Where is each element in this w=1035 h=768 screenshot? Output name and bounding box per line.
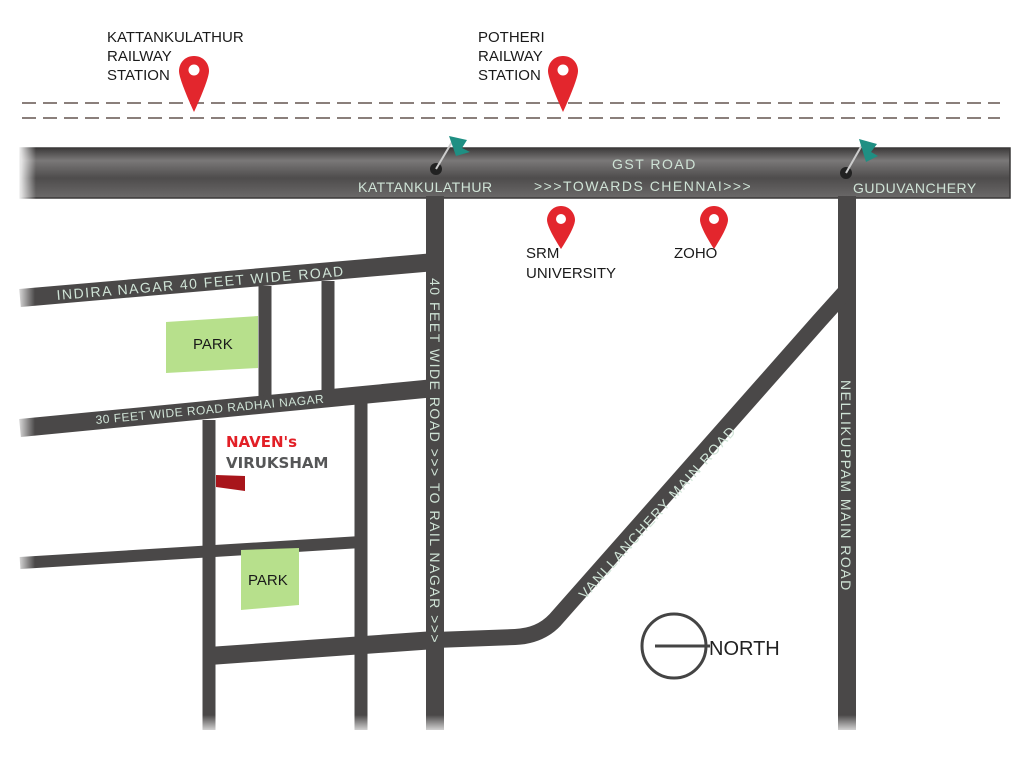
svg-text:SRM: SRM [526,245,559,262]
svg-text:PARK: PARK [193,336,233,353]
svg-text:RAILWAY: RAILWAY [478,48,543,65]
vanllanchery-road-label: VANLLANCHERY MAIN ROAD [575,422,739,602]
potheri-station[interactable]: POTHERI RAILWAY STATION [478,29,578,112]
kattankulathur-station[interactable]: KATTANKULATHUR RAILWAY STATION [107,29,244,112]
svg-text:ZOHO: ZOHO [674,245,717,262]
svg-text:POTHERI: POTHERI [478,29,545,46]
svg-text:UNIVERSITY: UNIVERSITY [526,265,616,282]
map-pin-icon [548,56,578,112]
flag-icon[interactable] [430,136,470,175]
svg-text:STATION: STATION [478,67,541,84]
flag-icon[interactable] [840,139,878,179]
nellikuppam-road-label: NELLIKUPPAM MAIN ROAD [838,380,854,592]
gst-road-label: GST ROAD [612,156,697,172]
srm-university-landmark[interactable]: SRM UNIVERSITY [526,206,616,282]
project-marker[interactable]: NAVEN's VIRUKSHAM [216,433,328,491]
guduvanchery-junction-label: GUDUVANCHERY [853,180,977,196]
park-2: PARK [241,548,299,610]
svg-text:NAVEN's: NAVEN's [226,433,297,451]
project-flag-icon [216,475,245,491]
svg-text:NORTH: NORTH [709,638,780,660]
towards-chennai-label: >>>TOWARDS CHENNAI>>> [534,178,752,194]
indira-nagar-road-label: INDIRA NAGAR 40 FEET WIDE ROAD [56,263,345,303]
zoho-landmark[interactable]: ZOHO [674,206,728,262]
map-pin-icon [179,56,209,112]
forty-feet-road-label: 40 FEET WIDE ROAD >>> TO RAIL NAGAR >>> [427,278,443,644]
compass-north: NORTH [640,612,780,680]
svg-text:RAILWAY: RAILWAY [107,48,172,65]
svg-text:STATION: STATION [107,67,170,84]
svg-text:PARK: PARK [248,572,288,589]
park-1: PARK [166,316,258,373]
road-network [15,196,865,735]
svg-text:KATTANKULATHUR: KATTANKULATHUR [107,29,244,46]
map-pin-icon [700,206,728,249]
svg-text:VIRUKSHAM: VIRUKSHAM [226,454,328,472]
railway-line [22,102,1000,119]
kattankulathur-junction-label: KATTANKULATHUR [358,179,493,195]
map-pin-icon [547,206,575,249]
